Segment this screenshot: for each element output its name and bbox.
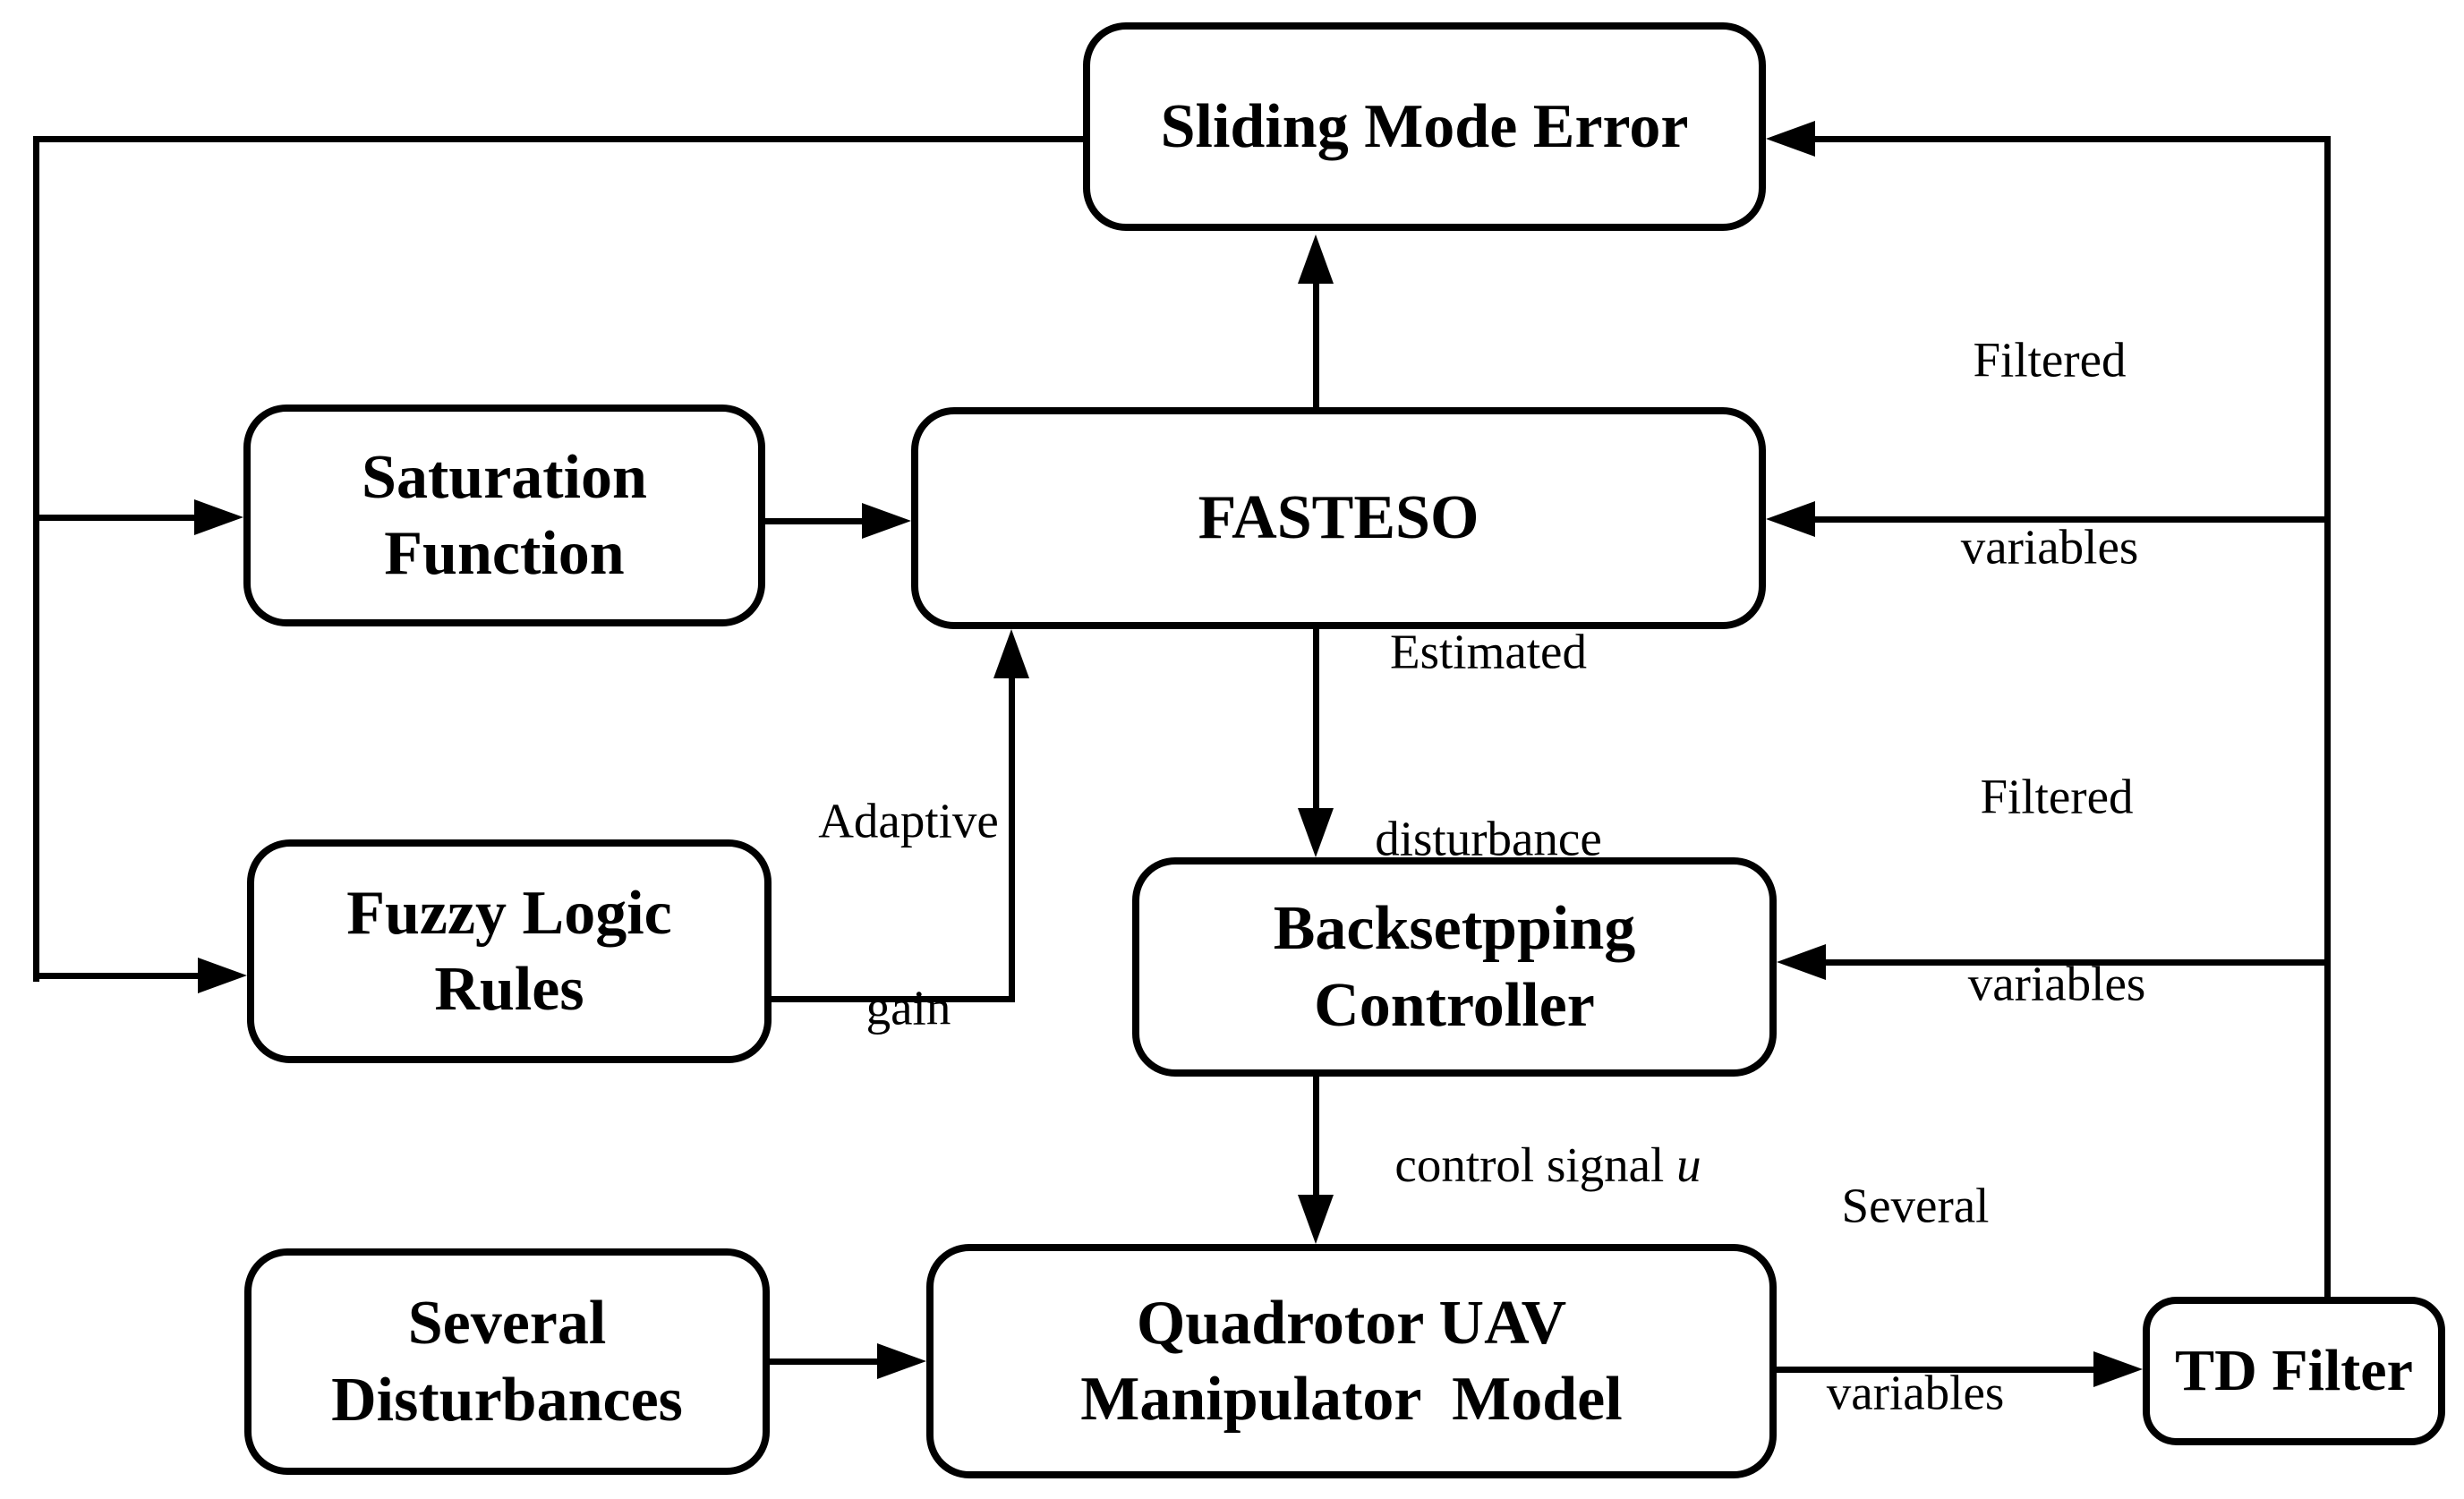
edge-label-line: variables	[1960, 519, 2139, 575]
connector-left-trunk-to-fuzzy	[33, 973, 198, 979]
edge-label-control-signal: control signal u	[1345, 1071, 1701, 1259]
node-td-filter: TD Filter	[2143, 1297, 2445, 1445]
node-label: FASTESO	[1198, 483, 1479, 553]
edge-label-line: variables	[1826, 1365, 2005, 1420]
connector-saturation-to-fasteso	[765, 518, 862, 524]
edge-label-line: Filtered	[1980, 769, 2134, 824]
node-label: Function	[384, 519, 625, 588]
connector-fasteso-to-backstepping	[1313, 629, 1319, 810]
edge-label-line: Filtered	[1973, 332, 2127, 388]
connector-left-trunk-to-saturation	[33, 515, 194, 521]
connector-adaptive-gain-up	[1009, 669, 1015, 999]
arrowhead-into-backstepping-top	[1298, 808, 1334, 857]
edge-label-filtered-variables-top: Filtered variables	[1961, 204, 2139, 704]
arrowhead-into-saturation	[194, 499, 243, 535]
node-label: Disturbances	[331, 1365, 683, 1435]
connector-trunk-to-backstepping	[1822, 959, 2331, 966]
connector-trunk-to-fasteso	[1812, 516, 2331, 523]
node-label: TD Filter	[2175, 1337, 2413, 1403]
edge-label-line: Adaptive	[818, 793, 999, 848]
node-label: Fuzzy Logic	[346, 878, 672, 948]
edge-label-line: disturbance	[1375, 811, 1602, 866]
node-several-disturbances: Several Disturbances	[244, 1248, 770, 1475]
arrowhead-into-sliding-right	[1766, 121, 1815, 157]
node-sliding-mode-error: Sliding Mode Error	[1083, 22, 1766, 231]
connector-trunk-to-sliding	[1812, 136, 2331, 142]
node-backstepping-controller: Backsetpping Controller	[1132, 857, 1777, 1077]
edge-label-filtered-variables-mid: Filtered variables	[1968, 641, 2146, 1141]
arrowhead-into-quadrotor-top	[1298, 1195, 1334, 1244]
node-label: Quadrotor UAV	[1136, 1288, 1567, 1358]
edge-label-symbol-u: u	[1676, 1137, 1701, 1193]
edge-label-several-variables: Several variables	[1827, 1050, 2005, 1499]
connector-left-trunk	[33, 136, 39, 982]
edge-label-line: Several	[1841, 1178, 1990, 1233]
node-label: Backsetpping	[1273, 894, 1636, 964]
arrowhead-into-tdfilter-left	[2093, 1351, 2143, 1387]
arrowhead-into-fasteso-bottom	[993, 629, 1029, 678]
edge-label-line: Estimated	[1390, 624, 1587, 679]
node-label: Manipulator Model	[1080, 1365, 1623, 1434]
edge-label-adaptive-gain: Adaptive gain	[818, 665, 999, 1165]
arrowhead-into-sliding-bottom	[1298, 234, 1334, 284]
connector-right-trunk	[2324, 136, 2331, 1297]
node-label: Several	[407, 1289, 607, 1358]
arrowhead-into-fuzzy	[198, 958, 247, 993]
node-fasteso: FASTESO	[911, 407, 1766, 629]
node-label: Saturation	[362, 442, 647, 512]
node-saturation-function: Saturation Function	[243, 405, 765, 626]
edge-label-estimated-disturbance: Estimated disturbance	[1375, 496, 1602, 996]
edge-label-line: gain	[865, 980, 951, 1035]
edge-label-text: control signal	[1394, 1137, 1677, 1193]
node-quadrotor-uav-manipulator-model: Quadrotor UAV Manipulator Model	[926, 1244, 1777, 1478]
connector-disturbances-to-quadrotor	[770, 1358, 879, 1365]
arrowhead-into-fasteso-right	[1766, 501, 1815, 537]
arrowhead-into-quadrotor-left	[877, 1343, 926, 1379]
arrowhead-into-fasteso-left	[862, 503, 911, 539]
arrowhead-into-backstepping-right	[1777, 944, 1826, 980]
connector-fasteso-to-sliding	[1313, 279, 1319, 407]
edge-label-line: variables	[1967, 956, 2146, 1011]
node-label: Sliding Mode Error	[1160, 91, 1689, 161]
connector-sliding-to-left-trunk	[33, 136, 1083, 142]
connector-backstepping-to-quadrotor	[1313, 1077, 1319, 1197]
node-label: Controller	[1314, 970, 1595, 1040]
connector-fuzzy-to-adaptive-corner	[772, 996, 1015, 1002]
connector-quadrotor-to-tdfilter	[1777, 1367, 2095, 1373]
node-label: Rules	[434, 955, 584, 1024]
node-fuzzy-logic-rules: Fuzzy Logic Rules	[247, 839, 772, 1063]
